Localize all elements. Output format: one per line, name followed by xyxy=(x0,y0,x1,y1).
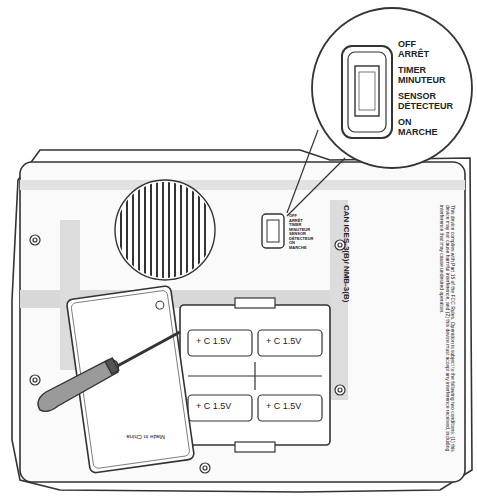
switch-label: TIMER xyxy=(398,66,426,75)
grille-slat xyxy=(168,178,170,282)
grille-slat xyxy=(174,178,176,282)
switch-label: SENSOR xyxy=(398,92,436,101)
switch-label: MARCHE xyxy=(398,128,438,137)
grille-slat xyxy=(156,178,158,282)
certification-label: CAN ICES-3(B)/ NMB-3(B) xyxy=(342,205,350,302)
switch-label: ON xyxy=(398,118,412,127)
grille-slat xyxy=(120,178,122,282)
grille-slat xyxy=(192,178,194,282)
switch-label: ARRÊT xyxy=(398,50,429,59)
switch-label: OFF xyxy=(398,40,416,49)
switch-label: MINUTEUR xyxy=(398,76,446,85)
cover-text: Made in China xyxy=(126,434,165,440)
switch-label-small: MARCHE xyxy=(289,246,307,250)
grille-slat xyxy=(162,178,164,282)
grille-slat xyxy=(144,178,146,282)
battery-label: + C 1.5V xyxy=(196,337,231,346)
grille-slat xyxy=(198,178,200,282)
grille-slat xyxy=(186,178,188,282)
grille-slat xyxy=(132,178,134,282)
grille-slat xyxy=(150,178,152,282)
fcc-notice: This device complies with Part 15 of the… xyxy=(439,205,455,465)
battery-label: + C 1.5V xyxy=(266,402,301,411)
grille-slat xyxy=(138,178,140,282)
grille-slat xyxy=(180,178,182,282)
battery-label: + C 1.5V xyxy=(196,402,231,411)
switch-label: DÉTECTEUR xyxy=(398,102,453,111)
battery-label: + C 1.5V xyxy=(266,337,301,346)
grille-slat xyxy=(126,178,128,282)
grille-slat xyxy=(204,178,206,282)
